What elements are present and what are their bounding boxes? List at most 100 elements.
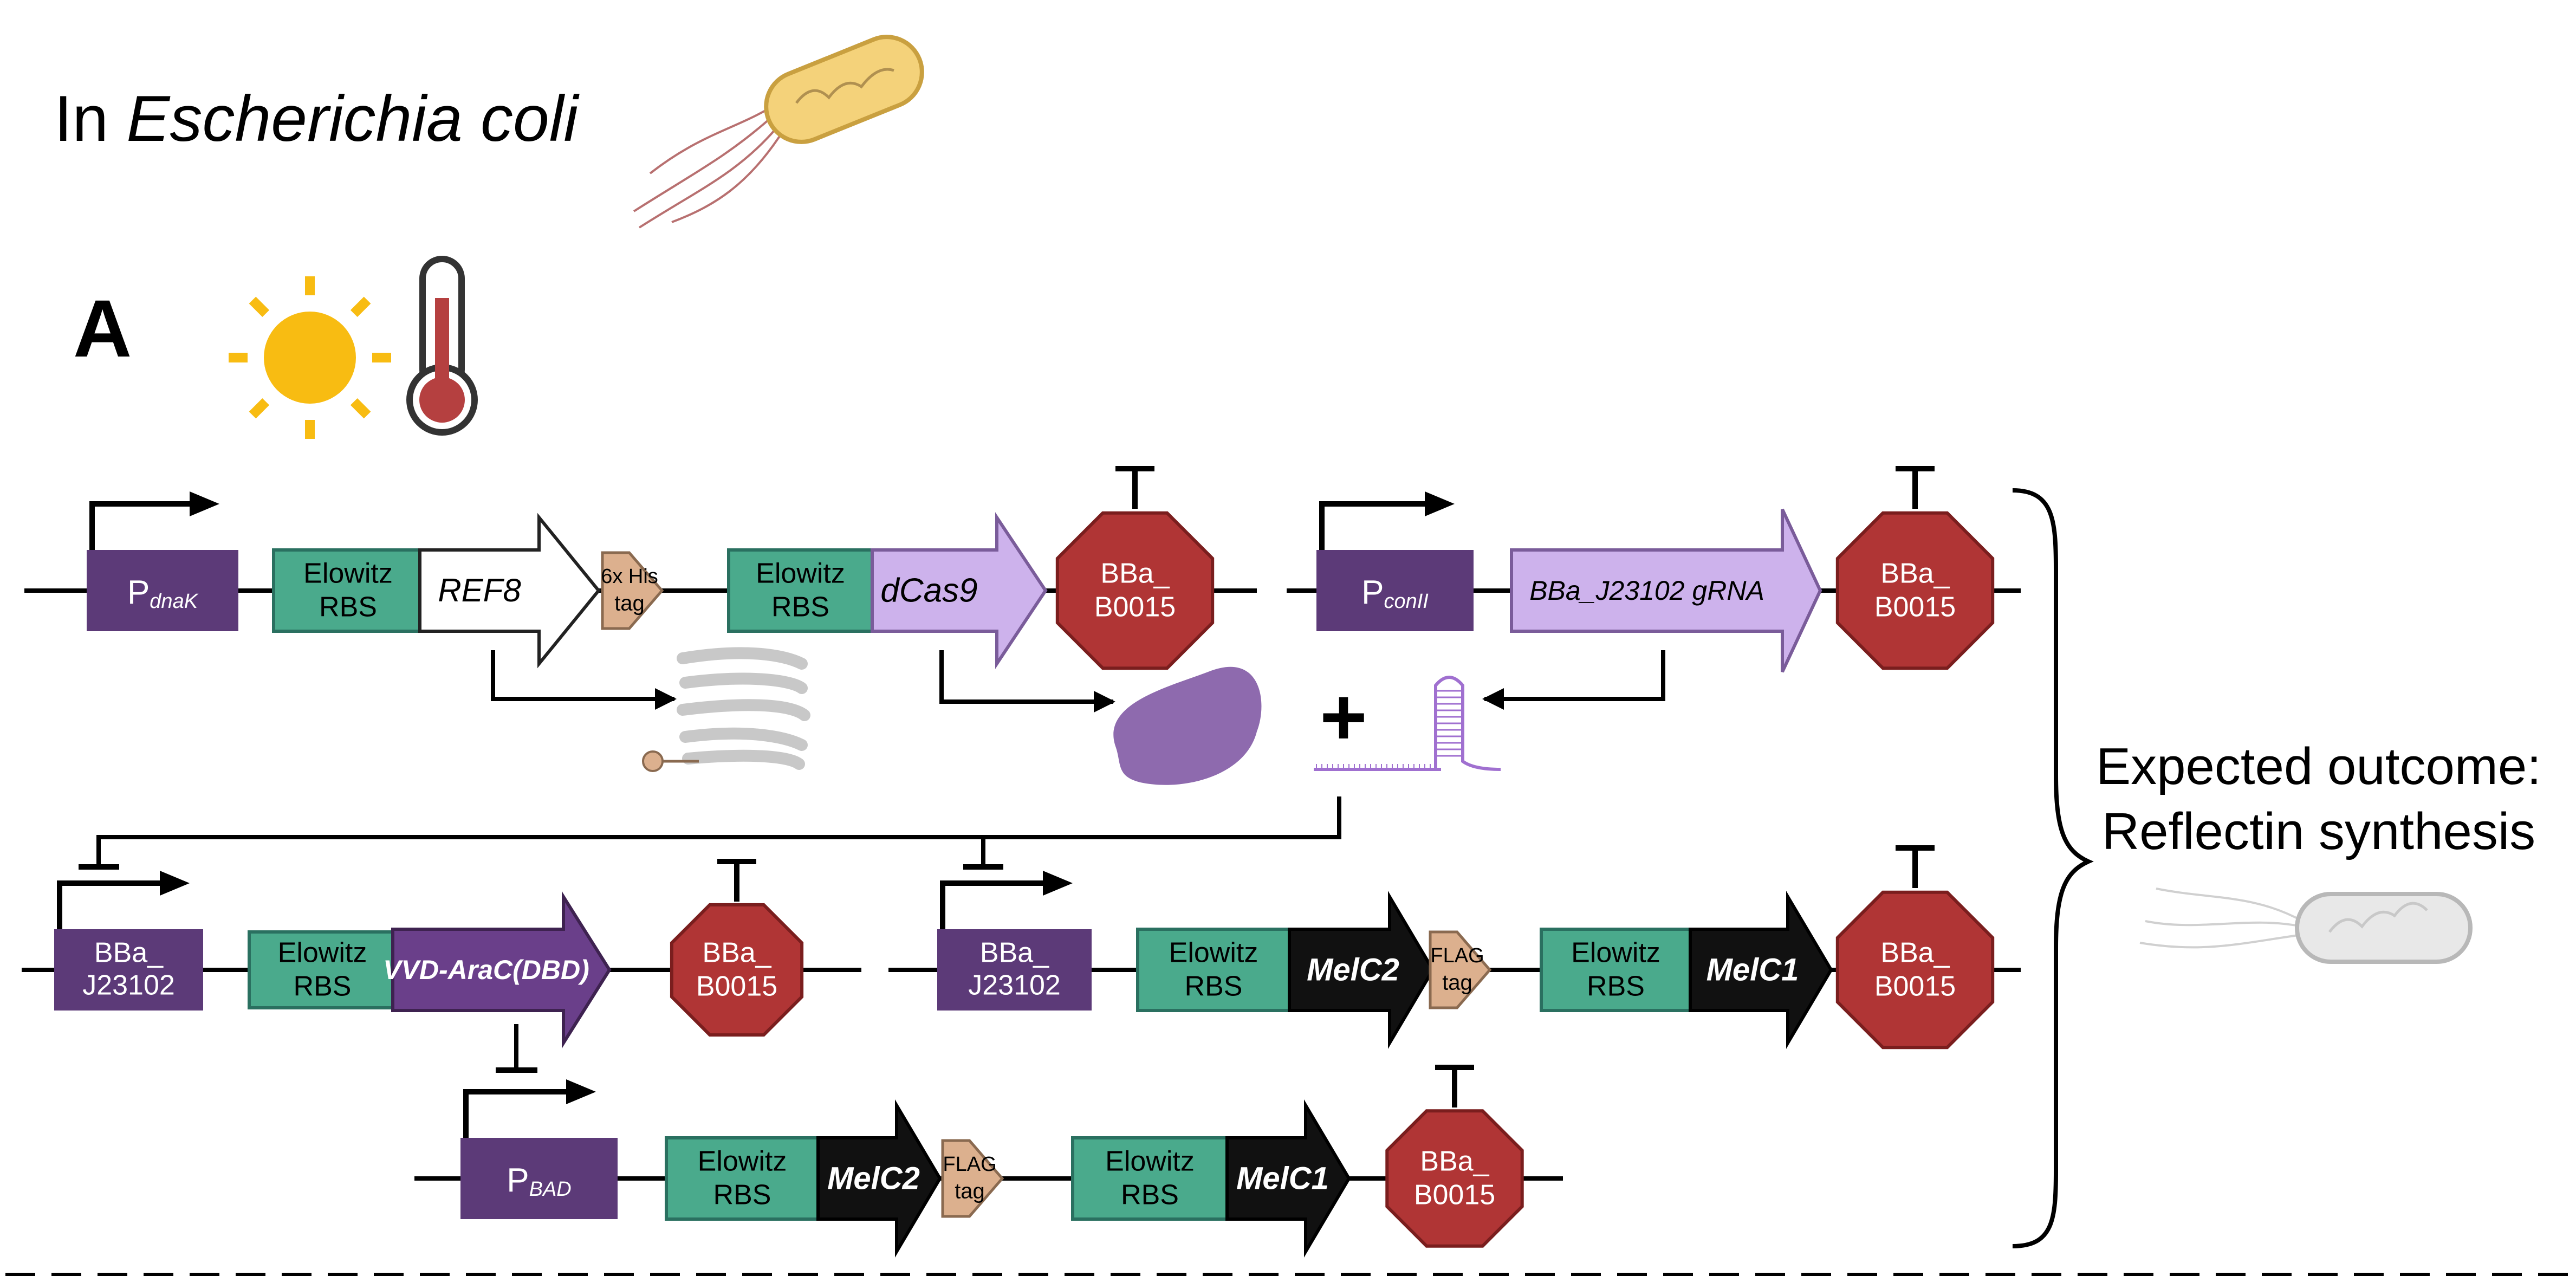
sun-ray	[350, 296, 371, 318]
promoter-arrow-line	[57, 880, 160, 929]
cds-dcas9: dCas9	[871, 512, 1048, 669]
cds-label: MelC1	[1236, 1161, 1329, 1196]
cds-arrow	[391, 891, 612, 1049]
rbs-label-line1: Elowitz	[278, 937, 367, 969]
arrow-grna-expression	[1482, 650, 1665, 710]
terminator-row2-b: BBa_B0015	[1835, 845, 1995, 1050]
cds-label: MelC2	[1307, 952, 1399, 987]
ghost-body	[2295, 892, 2473, 964]
rbs-label-line2: RBS	[713, 1180, 771, 1211]
ghost-flagellum	[2139, 934, 2303, 949]
cds-arrow	[871, 512, 1048, 669]
cds-arrow	[1689, 891, 1833, 1049]
ghost-bacterium-icon	[2139, 888, 2473, 964]
reflectin-strand	[682, 749, 805, 770]
cds-label: MelC2	[827, 1161, 920, 1196]
promoter-arrow-head	[1043, 871, 1073, 896]
cds-label: dCas9	[880, 572, 977, 609]
ghost-dna	[2328, 902, 2428, 933]
promoter-label: PdnaK	[127, 574, 199, 613]
terminator-label-line1: BBa_	[1420, 1146, 1489, 1177]
tag-label-line2: tag	[955, 1180, 985, 1203]
promoter-label-line2: J23102	[968, 970, 1061, 1001]
promoter-box	[937, 929, 1092, 1011]
terminator-row2-a: BBa_B0015	[670, 859, 804, 1037]
bacterium-flagellum	[638, 129, 776, 229]
cds-arrow	[1288, 891, 1435, 1049]
cds-label: REF8	[438, 572, 521, 608]
tag-label-line1: 6x His	[601, 565, 658, 588]
promoter-label: PconII	[1361, 574, 1429, 613]
rbs-label-line1: Elowitz	[698, 1146, 787, 1177]
terminator-label-line2: B0015	[1414, 1180, 1495, 1211]
reflectin-strand	[679, 727, 808, 751]
rbs-label-line2: RBS	[1587, 971, 1645, 1002]
promoter-arrow-head	[160, 871, 190, 896]
cds-arrow	[816, 1099, 942, 1258]
promoter-arrow-head	[1425, 491, 1455, 516]
rbs-label-line1: Elowitz	[1571, 937, 1660, 969]
tag-arrow	[941, 1139, 1004, 1218]
bacterium-flagellum	[649, 107, 770, 174]
promoter-pdnak: PdnaK	[87, 491, 238, 631]
bacterium-dna	[795, 68, 894, 104]
terminator-label-line2: B0015	[1874, 592, 1956, 623]
sun-ray	[350, 398, 371, 419]
bacterium-flagellum	[671, 134, 781, 223]
rbs-box	[727, 548, 874, 633]
tag-label-line1: FLAG	[1430, 944, 1484, 967]
cds-arrow	[1225, 1099, 1351, 1258]
promoter-label-line1: BBa_	[980, 937, 1049, 969]
cds-arrow	[418, 513, 601, 669]
terminator-label-line1: BBa_	[1880, 558, 1950, 590]
rbs-label-line1: Elowitz	[303, 558, 393, 590]
rbs-box	[1136, 928, 1291, 1012]
tag-label-line1: FLAG	[943, 1153, 996, 1176]
terminator-octagon	[670, 903, 804, 1037]
outcome-brace	[2012, 488, 2094, 1248]
cds-label: BBa_J23102 gRNA	[1529, 575, 1764, 606]
tag-arrow	[1429, 930, 1492, 1009]
terminator-row1-b: BBa_B0015	[1835, 466, 1995, 670]
title-prefix: In	[54, 82, 127, 155]
terminator-octagon	[1055, 511, 1215, 670]
terminator-octagon	[1835, 890, 1995, 1050]
reflectin-strand	[679, 672, 808, 694]
promoter-label-line2: J23102	[82, 970, 175, 1001]
expected-outcome: Expected outcome: Reflectin synthesis	[2061, 734, 2576, 864]
cds-grna: BBa_J23102 gRNA	[1510, 508, 1822, 673]
rbs-box	[665, 1136, 820, 1221]
ghost-flagellum	[2145, 920, 2303, 928]
sun-icon	[229, 276, 391, 439]
sun-core	[264, 312, 356, 404]
bacterium-icon	[633, 35, 924, 229]
promoter-arrow-head	[190, 491, 219, 516]
promoter-j23102-b: BBa_J23102	[937, 871, 1092, 1011]
promoter-label: PBAD	[507, 1162, 572, 1201]
tag-flag-b: FLAG tag	[941, 1139, 1004, 1218]
promoter-j23102-a: BBa_J23102	[54, 871, 203, 1011]
title-organism: Escherichia coli	[126, 82, 579, 155]
grna-hairpin	[1434, 676, 1501, 771]
rbs-label-line1: Elowitz	[756, 558, 845, 590]
cds-melc1-a: MelC1	[1689, 891, 1833, 1049]
terminator-row3: BBa_B0015	[1385, 1065, 1524, 1248]
terminator-label-line2: B0015	[1874, 971, 1956, 1002]
promoter-arrow-line	[463, 1089, 566, 1138]
bacterium-body	[764, 35, 924, 144]
dcas9-protein-icon	[1113, 666, 1262, 785]
terminator-label-line1: BBa_	[1880, 937, 1950, 969]
terminator-row1-a: BBa_B0015	[1055, 466, 1215, 670]
cds-label: VVD-AraC(DBD)	[383, 955, 589, 985]
cds-label: MelC1	[1706, 952, 1799, 987]
grna-icon	[1314, 676, 1501, 771]
rbs-box	[272, 548, 424, 633]
organism-title: In Escherichia coli	[54, 81, 578, 156]
promoter-arrow-line	[940, 880, 1043, 929]
